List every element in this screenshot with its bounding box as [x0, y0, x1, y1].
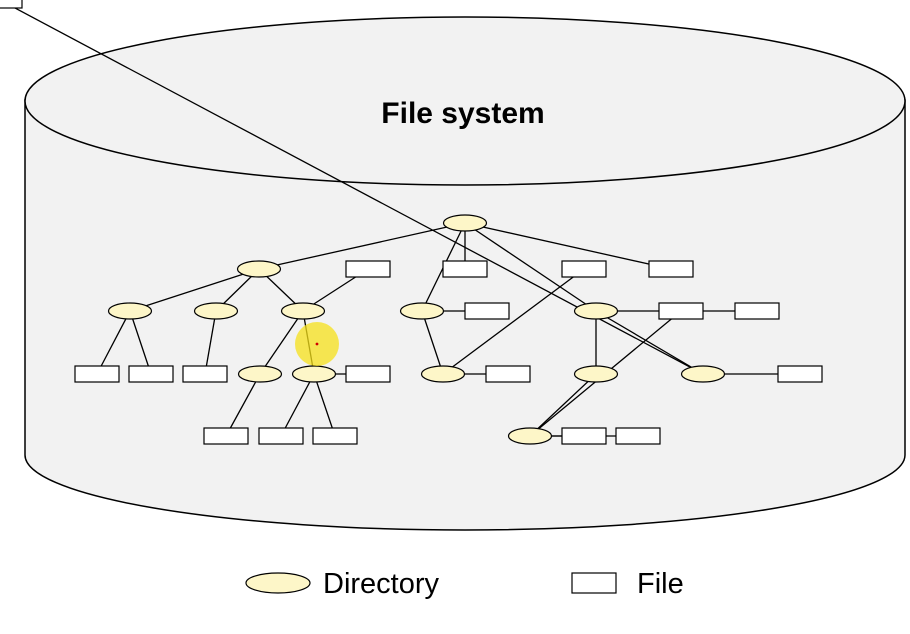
file-node — [128, 365, 174, 383]
file-node — [0, 0, 23, 9]
directory-node — [680, 365, 726, 383]
file-node — [777, 365, 823, 383]
file-node — [74, 365, 120, 383]
tree-edge — [225, 373, 261, 437]
tree-edge — [204, 310, 217, 375]
file-node — [615, 427, 661, 445]
legend-file-symbol — [571, 572, 617, 594]
legend-directory-label: Directory — [323, 568, 440, 600]
file-node — [203, 427, 249, 445]
file-node — [464, 302, 510, 320]
directory-node — [420, 365, 466, 383]
file-node — [561, 260, 607, 278]
file-node — [182, 365, 228, 383]
directory-node — [107, 302, 153, 320]
directory-node — [442, 214, 488, 232]
tree-edge — [258, 222, 466, 270]
directory-node — [573, 302, 619, 320]
legend-file-label: File — [637, 568, 684, 600]
file-node — [345, 365, 391, 383]
tree-edge — [129, 268, 260, 312]
tree-edge — [129, 310, 152, 375]
tree-edge — [595, 310, 704, 375]
file-node — [648, 260, 694, 278]
tree-edge — [529, 373, 597, 437]
file-node — [258, 427, 304, 445]
directory-node — [399, 302, 445, 320]
tree-edge — [259, 310, 304, 375]
tree-nodes — [0, 0, 823, 445]
directory-node — [573, 365, 619, 383]
file-node — [345, 260, 391, 278]
cursor-dot — [315, 342, 319, 346]
file-node — [312, 427, 358, 445]
tree-edge — [313, 373, 336, 437]
tree-edge — [280, 373, 315, 437]
tree-edge — [464, 222, 672, 270]
directory-node — [193, 302, 239, 320]
tree-edge — [421, 310, 444, 375]
tree-edge — [464, 222, 597, 312]
diagram-title: File system — [381, 97, 544, 130]
file-node — [485, 365, 531, 383]
legend: Directory File — [245, 568, 684, 600]
file-node — [658, 302, 704, 320]
directory-node — [236, 260, 282, 278]
directory-node — [280, 302, 326, 320]
cylinder-top — [24, 16, 906, 186]
directory-node — [291, 365, 337, 383]
file-node — [734, 302, 780, 320]
file-node — [561, 427, 607, 445]
tree-edge — [96, 310, 131, 375]
file-node — [442, 260, 488, 278]
directory-node — [507, 427, 553, 445]
directory-node — [237, 365, 283, 383]
legend-directory-symbol — [245, 572, 311, 594]
